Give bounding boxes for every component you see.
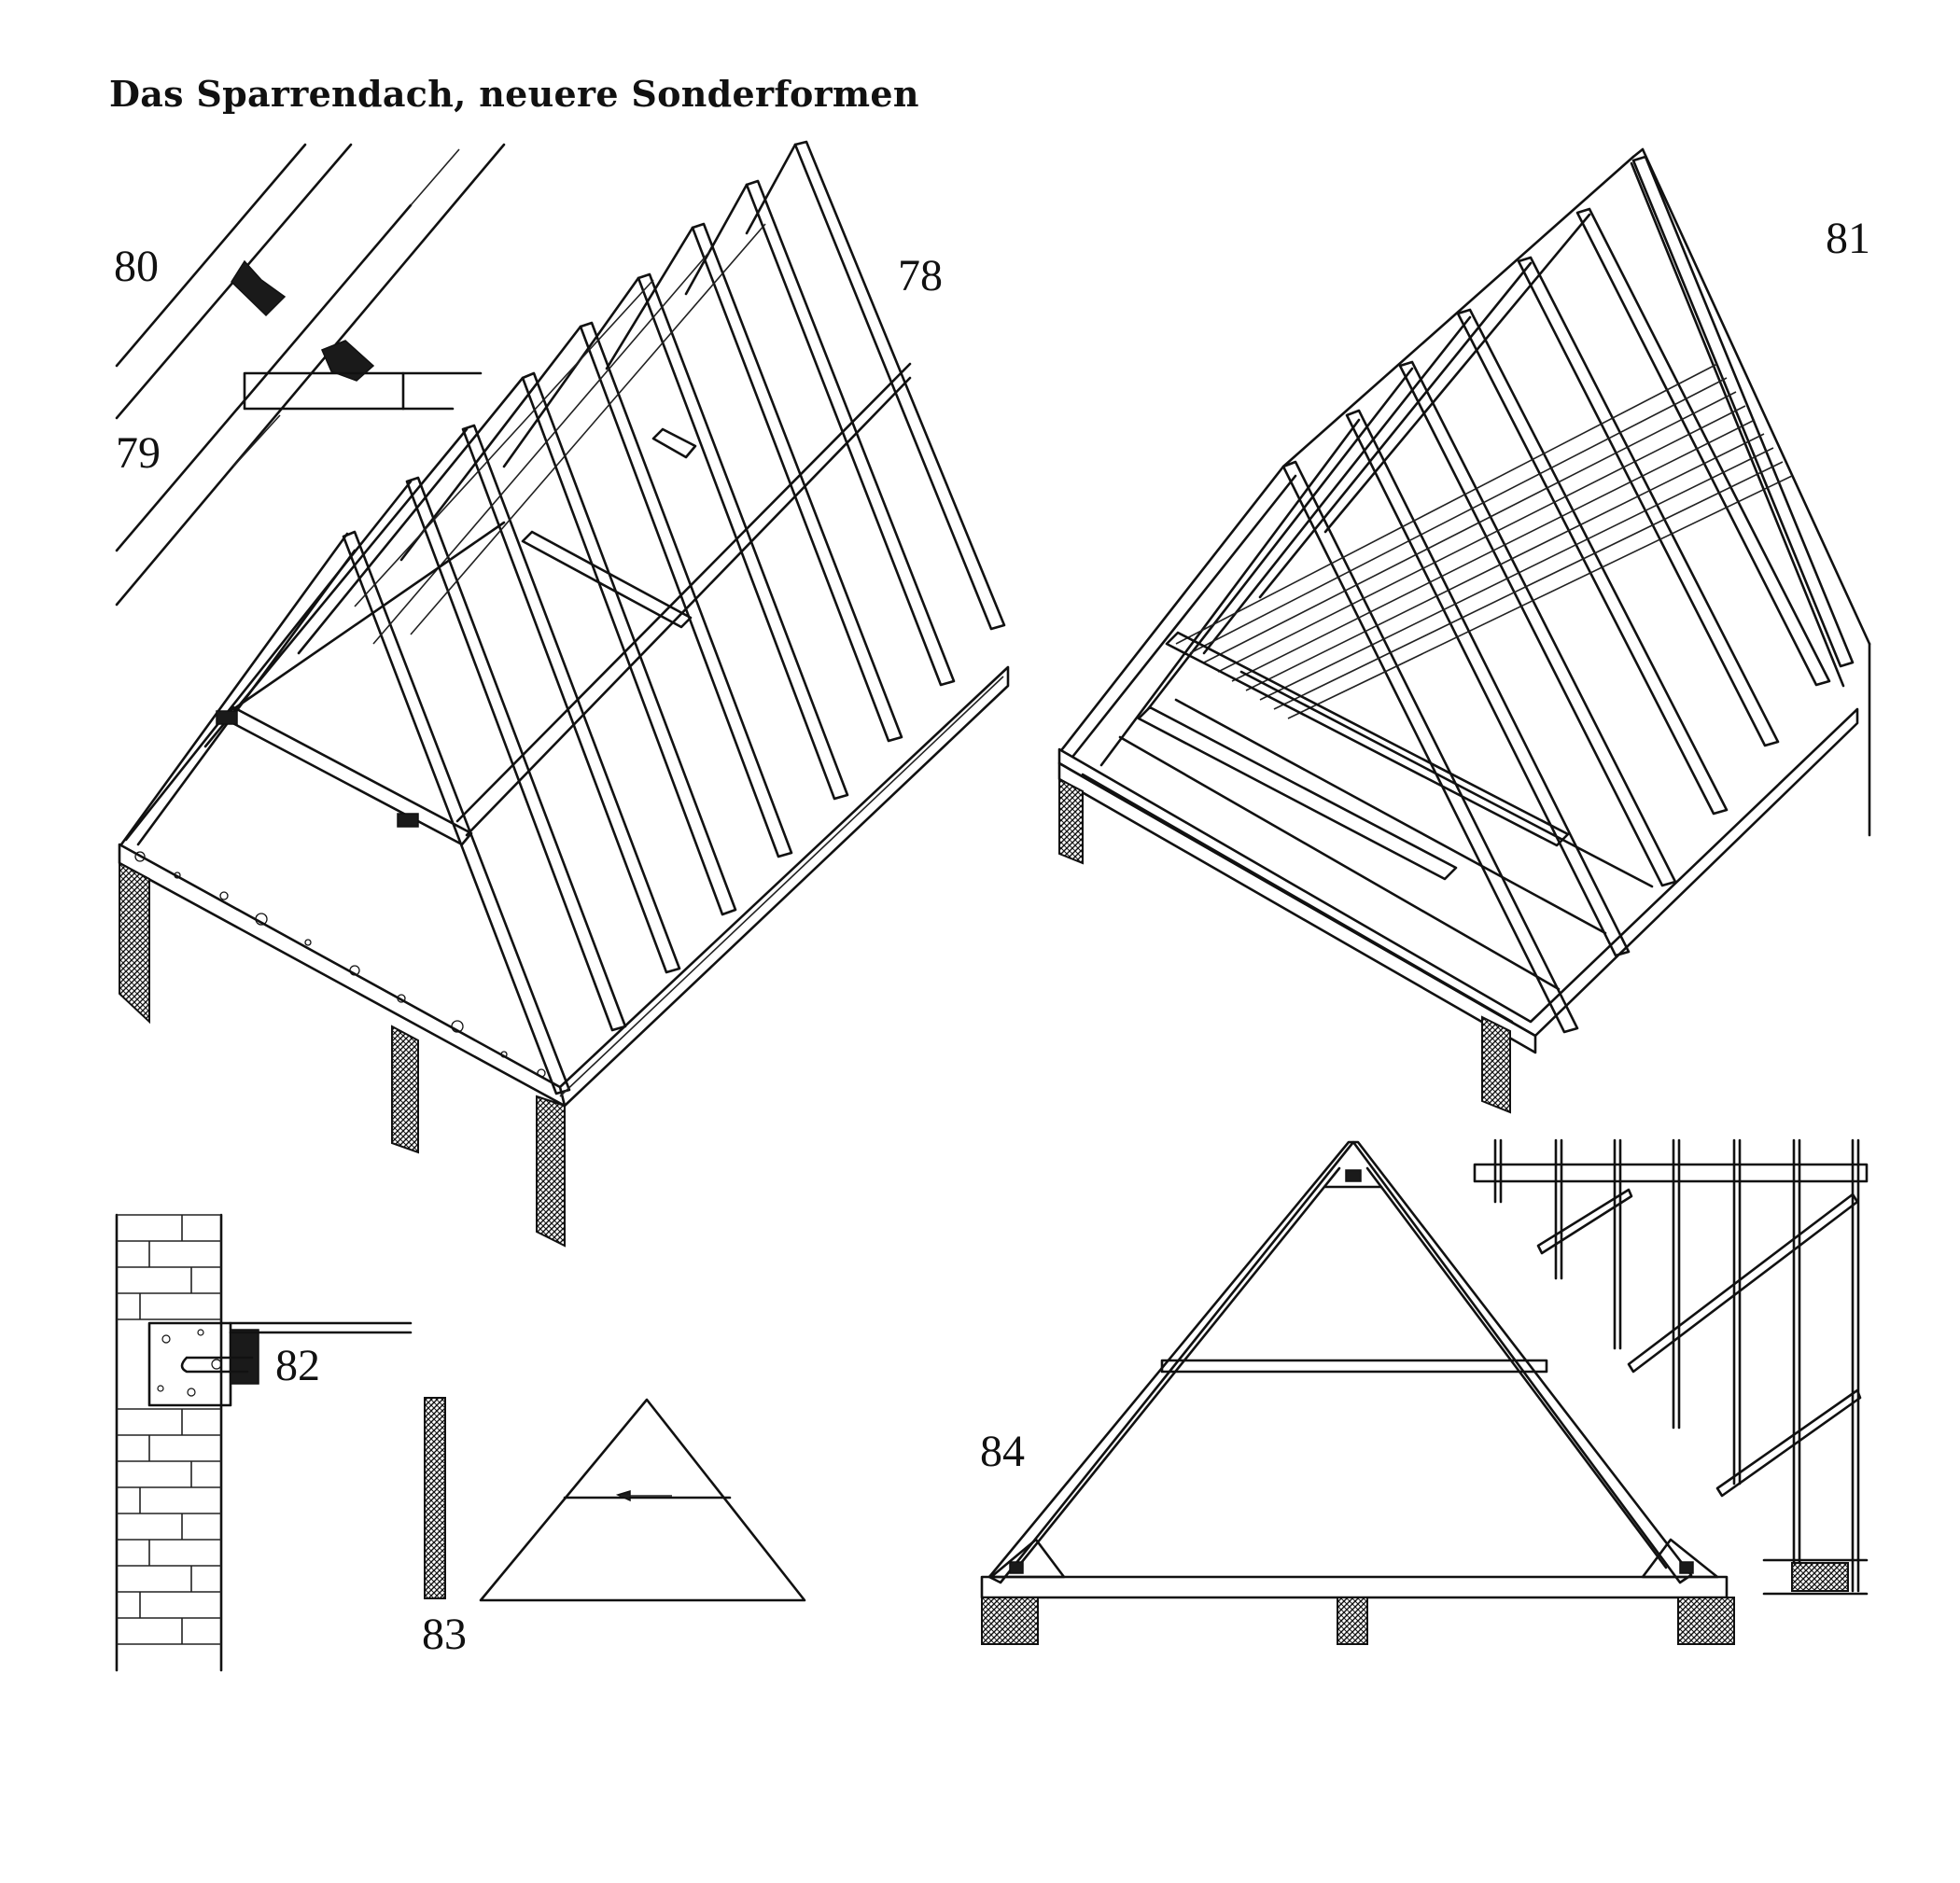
figure-number-84: 84 (980, 1427, 1025, 1476)
figure-number-79: 79 (116, 428, 161, 478)
figure-78-rafter-roof (118, 140, 1010, 1248)
figure-83-section (424, 1397, 806, 1602)
plate-title: Das Sparrendach, neuere Sonderformen (109, 73, 919, 115)
figure-84-elevation (1473, 1138, 1869, 1596)
figure-number-78: 78 (898, 251, 943, 300)
figure-82-wall-anchor (115, 1213, 413, 1672)
figure-number-82: 82 (275, 1341, 320, 1390)
figure-number-80: 80 (114, 242, 159, 291)
figure-number-81: 81 (1826, 214, 1870, 263)
figure-84-cross-section (980, 1140, 1735, 1645)
figure-80-79-eaves-detail (115, 143, 506, 607)
figure-number-83: 83 (422, 1610, 467, 1659)
figure-81-rafter-roof (1057, 147, 1871, 1114)
